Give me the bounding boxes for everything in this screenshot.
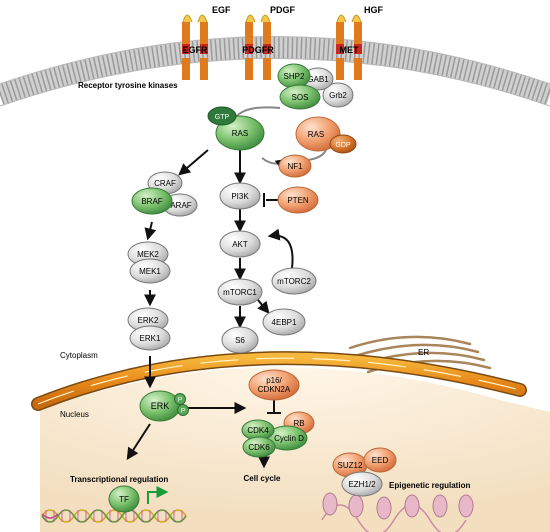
node-gdp: GDP xyxy=(329,134,357,154)
receptor-egfr xyxy=(182,14,208,80)
svg-text:EZH1/2: EZH1/2 xyxy=(348,480,376,489)
ligand-label-pdgf: PDGF xyxy=(270,5,296,15)
nucleus-label: Nucleus xyxy=(60,410,89,419)
svg-text:NF1: NF1 xyxy=(287,162,303,171)
svg-text:ERK2: ERK2 xyxy=(138,316,159,325)
svg-text:RAS: RAS xyxy=(232,129,248,138)
svg-text:MEK1: MEK1 xyxy=(139,267,161,276)
svg-text:p16/: p16/ xyxy=(266,376,282,385)
node-gtp: GTP xyxy=(207,106,237,126)
svg-text:ERK1: ERK1 xyxy=(140,334,161,343)
node-s6: S6 xyxy=(221,326,259,354)
node-braf: BRAF xyxy=(131,187,173,215)
cell-membrane xyxy=(0,36,550,107)
svg-text:CRAF: CRAF xyxy=(154,179,176,188)
receptor-label-met: MET xyxy=(340,45,360,55)
cell-cycle-label: Cell cycle xyxy=(244,474,281,483)
node-mtorc2: mTORC2 xyxy=(271,267,317,295)
node-sos: SOS xyxy=(279,84,321,110)
receptor-label-pdgfr: PDGFR xyxy=(242,45,274,55)
node-cdk6: CDK6 xyxy=(242,436,276,458)
node-p16-cdkn2a: p16/ CDKN2A xyxy=(248,369,300,401)
node-ezh: EZH1/2 xyxy=(341,471,383,497)
er-label: ER xyxy=(418,348,429,357)
er-stacks xyxy=(348,335,492,374)
node-shp2: SHP2 xyxy=(277,63,311,89)
node-eed: EED xyxy=(363,447,397,473)
node-akt: AKT xyxy=(219,230,261,258)
ligand-label-egf: EGF xyxy=(212,5,231,15)
svg-text:PTEN: PTEN xyxy=(287,196,309,205)
svg-text:RB: RB xyxy=(293,419,304,428)
node-ras-inactive: RAS xyxy=(295,116,341,152)
svg-text:ERK: ERK xyxy=(151,401,170,411)
node-pten: PTEN xyxy=(277,186,319,214)
cytoplasm-label: Cytoplasm xyxy=(60,351,98,360)
phospho-p1: P xyxy=(174,393,186,405)
svg-text:4EBP1: 4EBP1 xyxy=(272,318,297,327)
svg-text:TF: TF xyxy=(119,495,129,504)
node-erk1: ERK1 xyxy=(129,325,171,351)
svg-text:MEK2: MEK2 xyxy=(137,250,159,259)
svg-text:SHP2: SHP2 xyxy=(284,72,305,81)
svg-text:RAS: RAS xyxy=(308,130,324,139)
rtk-label: Receptor tyrosine kinases xyxy=(78,81,178,90)
node-nf1: NF1 xyxy=(278,154,312,178)
receptor-met xyxy=(336,14,362,80)
node-grb2: Grb2 xyxy=(322,82,354,108)
receptor-pdgfr xyxy=(245,14,271,80)
epigenetic-label: Epigenetic regulation xyxy=(389,481,470,490)
svg-text:BRAF: BRAF xyxy=(141,197,162,206)
receptor-label-egfr: EGFR xyxy=(182,45,208,55)
dna-helix xyxy=(41,509,187,523)
nuclear-membrane xyxy=(31,351,527,411)
svg-text:mTORC1: mTORC1 xyxy=(223,288,257,297)
svg-text:GDP: GDP xyxy=(335,142,351,149)
svg-text:SUZ12: SUZ12 xyxy=(338,461,363,470)
svg-text:mTORC2: mTORC2 xyxy=(277,277,311,286)
node-pi3k: PI3K xyxy=(219,182,261,210)
svg-text:P: P xyxy=(181,408,185,415)
svg-text:CDK6: CDK6 xyxy=(248,443,270,452)
dna-rungs xyxy=(45,510,183,522)
svg-text:AKT: AKT xyxy=(232,240,248,249)
phospho-p2: P xyxy=(177,404,189,416)
ligand-label-hgf: HGF xyxy=(364,5,384,15)
svg-text:S6: S6 xyxy=(235,336,245,345)
svg-text:ARAF: ARAF xyxy=(170,201,191,210)
svg-text:SOS: SOS xyxy=(292,93,309,102)
svg-text:CDK4: CDK4 xyxy=(247,426,269,435)
svg-text:Grb2: Grb2 xyxy=(329,91,347,100)
svg-text:GAB1: GAB1 xyxy=(307,75,329,84)
svg-text:GTP: GTP xyxy=(215,114,230,121)
transcription-start-arrow xyxy=(147,486,169,504)
svg-text:CDKN2A: CDKN2A xyxy=(258,385,291,394)
svg-text:P: P xyxy=(178,397,182,404)
node-erk-nuclear: ERK xyxy=(139,390,181,422)
svg-text:EED: EED xyxy=(372,456,389,465)
node-mek1: MEK1 xyxy=(129,258,171,284)
node-mtorc1: mTORC1 xyxy=(217,278,263,306)
node-tf: TF xyxy=(108,485,140,513)
node-erk2: ERK2 xyxy=(127,307,169,333)
node-4ebp1: 4EBP1 xyxy=(262,308,306,336)
transcriptional-label: Transcriptional regulation xyxy=(70,475,168,484)
svg-text:PI3K: PI3K xyxy=(231,192,249,201)
svg-text:Cyclin D: Cyclin D xyxy=(274,434,304,443)
chromatin xyxy=(321,492,474,532)
